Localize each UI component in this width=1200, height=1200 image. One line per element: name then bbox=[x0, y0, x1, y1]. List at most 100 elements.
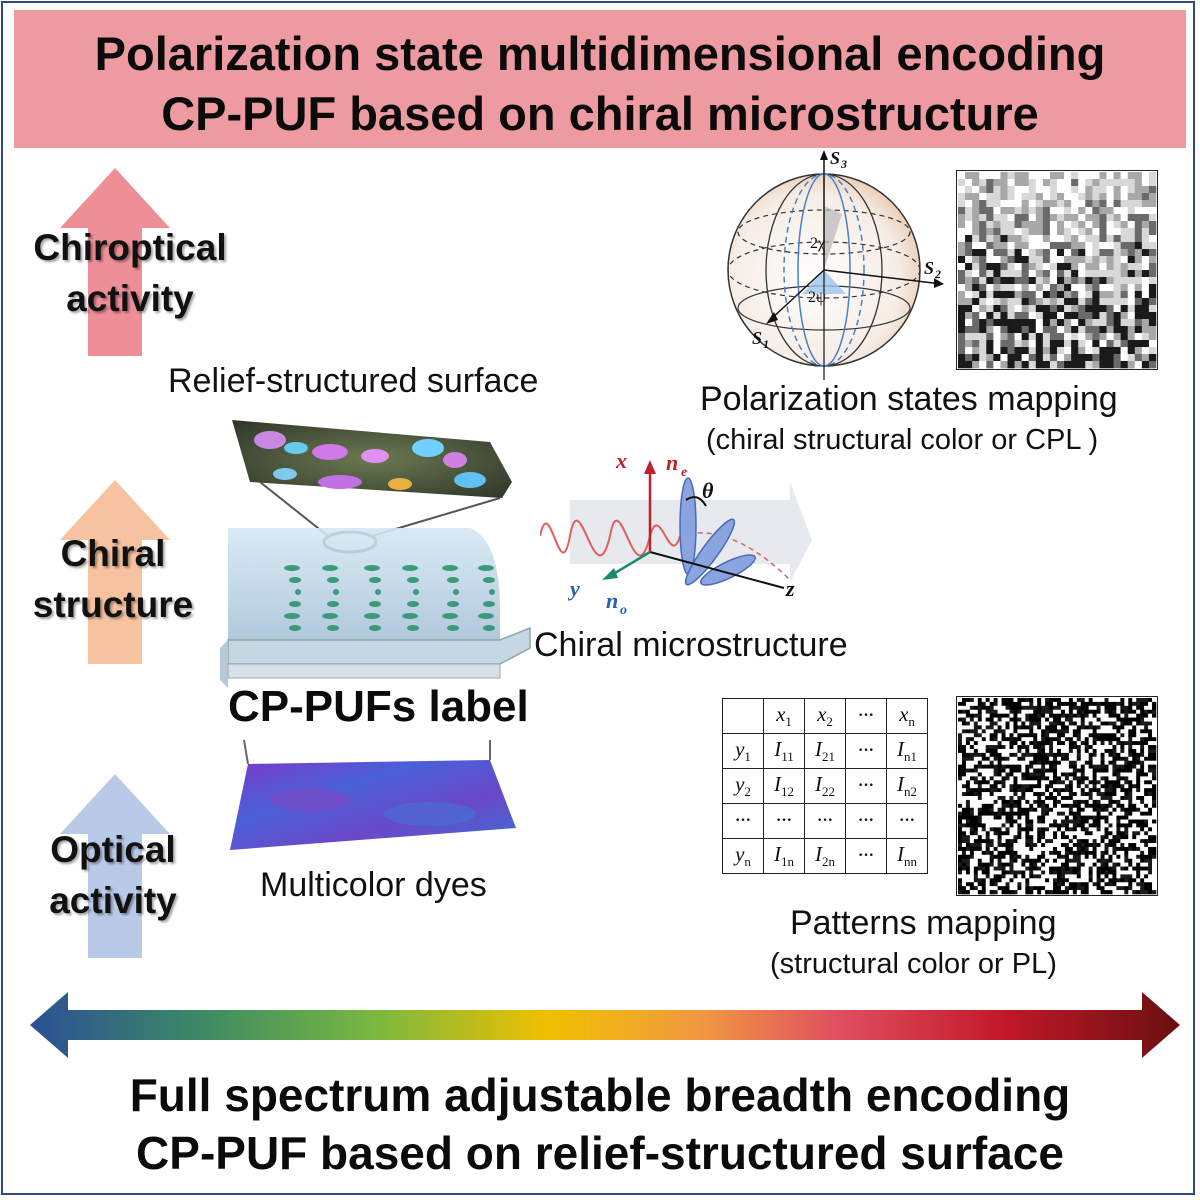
pattern-pixel bbox=[1042, 193, 1051, 201]
pattern-pixel bbox=[993, 764, 998, 769]
pattern-pixel bbox=[1000, 319, 1008, 327]
pattern-pixel bbox=[1045, 764, 1050, 769]
table-cell: ··· bbox=[763, 803, 805, 839]
pattern-pixel bbox=[1084, 854, 1089, 860]
pattern-pixel bbox=[1092, 200, 1100, 208]
pattern-pixel bbox=[1005, 788, 1010, 793]
pattern-pixel bbox=[1049, 242, 1058, 250]
pattern-pixel bbox=[1009, 737, 1014, 742]
pattern-pixel bbox=[1068, 811, 1074, 816]
pattern-pixel bbox=[1085, 347, 1093, 355]
pattern-pixel bbox=[1152, 819, 1157, 824]
pattern-pixel bbox=[1136, 705, 1141, 711]
pattern-pixel bbox=[997, 780, 1002, 785]
pattern-pixel bbox=[1099, 270, 1107, 278]
pattern-pixel bbox=[1104, 709, 1109, 714]
pattern-pixel bbox=[1037, 878, 1042, 883]
pattern-pixel bbox=[973, 784, 979, 789]
pattern-pixel bbox=[1029, 823, 1034, 828]
pattern-pixel bbox=[1104, 788, 1109, 793]
pattern-pixel bbox=[1057, 745, 1062, 750]
pattern-pixel bbox=[1060, 705, 1066, 711]
pattern-pixel bbox=[1092, 870, 1097, 875]
pattern-pixel bbox=[965, 701, 971, 707]
pattern-pixel bbox=[1064, 799, 1070, 805]
pattern-pixel bbox=[1035, 200, 1044, 208]
pattern-pixel bbox=[1120, 713, 1125, 718]
pattern-pixel bbox=[1078, 172, 1086, 180]
pattern-pixel bbox=[1088, 737, 1093, 742]
pattern-pixel bbox=[1112, 701, 1117, 707]
pattern-pixel bbox=[1096, 866, 1101, 871]
pattern-pixel bbox=[985, 858, 990, 863]
pattern-pixel bbox=[1140, 721, 1145, 726]
pattern-pixel bbox=[969, 725, 975, 730]
pattern-pixel bbox=[1113, 312, 1121, 320]
pattern-pixel bbox=[989, 745, 994, 750]
pattern-pixel bbox=[1124, 874, 1129, 879]
pattern-pixel bbox=[1113, 270, 1121, 278]
pattern-pixel bbox=[1144, 866, 1149, 871]
pattern-pixel bbox=[1100, 839, 1105, 844]
pattern-pixel bbox=[1029, 776, 1034, 781]
pattern-pixel bbox=[1148, 780, 1153, 785]
pattern-pixel bbox=[981, 741, 987, 746]
pattern-pixel bbox=[1013, 784, 1018, 789]
pattern-pixel bbox=[1021, 319, 1030, 327]
pattern-pixel bbox=[1124, 807, 1129, 812]
pattern-pixel bbox=[1045, 858, 1050, 863]
pattern-pixel bbox=[1013, 705, 1018, 711]
pattern-pixel bbox=[1152, 772, 1157, 777]
pattern-pixel bbox=[1053, 737, 1058, 742]
pattern-pixel bbox=[981, 890, 987, 895]
pattern-pixel bbox=[1108, 815, 1113, 820]
pattern-pixel bbox=[1000, 242, 1008, 250]
pattern-pixel bbox=[1045, 709, 1050, 714]
pattern-pixel bbox=[1132, 886, 1137, 891]
pattern-pixel bbox=[1053, 858, 1058, 863]
pattern-pixel bbox=[1009, 733, 1014, 738]
pattern-pixel bbox=[1092, 298, 1100, 306]
pattern-pixel bbox=[1001, 729, 1006, 734]
pattern-pixel bbox=[965, 729, 971, 734]
pattern-pixel bbox=[1148, 799, 1153, 805]
pattern-pixel bbox=[1120, 193, 1129, 201]
pattern-pixel bbox=[969, 764, 975, 769]
table-cell: xn bbox=[886, 698, 928, 734]
pattern-pixel bbox=[1144, 776, 1149, 781]
pattern-pixel bbox=[1041, 839, 1046, 844]
pattern-pixel bbox=[1100, 796, 1105, 801]
pattern-pixel bbox=[979, 235, 987, 243]
pattern-pixel bbox=[977, 874, 983, 879]
pattern-pixel bbox=[958, 729, 963, 734]
pattern-pixel bbox=[997, 803, 1002, 809]
pattern-pixel bbox=[1057, 186, 1065, 194]
pattern-pixel bbox=[1152, 796, 1157, 801]
pattern-pixel bbox=[1013, 780, 1018, 785]
pattern-pixel bbox=[1009, 698, 1014, 703]
helix-columns bbox=[284, 565, 495, 631]
pattern-pixel bbox=[1025, 823, 1030, 828]
pattern-pixel bbox=[1128, 866, 1133, 871]
pattern-pixel bbox=[1017, 725, 1022, 730]
pattern-pixel bbox=[993, 705, 998, 711]
pattern-pixel bbox=[1120, 756, 1125, 762]
pattern-pixel bbox=[1120, 354, 1129, 362]
pattern-pixel bbox=[1132, 823, 1137, 828]
pattern-pixel bbox=[1144, 772, 1149, 777]
pattern-pixel bbox=[1071, 284, 1079, 292]
pattern-pixel bbox=[969, 768, 975, 773]
pattern-pixel bbox=[997, 713, 1002, 718]
pattern-pixel bbox=[1029, 815, 1034, 820]
pattern-pixel bbox=[1064, 705, 1070, 711]
pattern-pixel bbox=[1017, 745, 1022, 750]
pattern-pixel bbox=[1025, 717, 1030, 722]
pattern-pixel bbox=[972, 284, 980, 292]
pattern-pixel bbox=[973, 874, 979, 879]
pattern-pixel bbox=[1140, 713, 1145, 718]
pattern-pixel bbox=[1136, 803, 1141, 809]
pattern-pixel bbox=[1045, 784, 1050, 789]
pattern-pixel bbox=[1000, 172, 1008, 180]
pattern-pixel bbox=[989, 701, 994, 707]
pattern-pixel bbox=[1042, 242, 1051, 250]
